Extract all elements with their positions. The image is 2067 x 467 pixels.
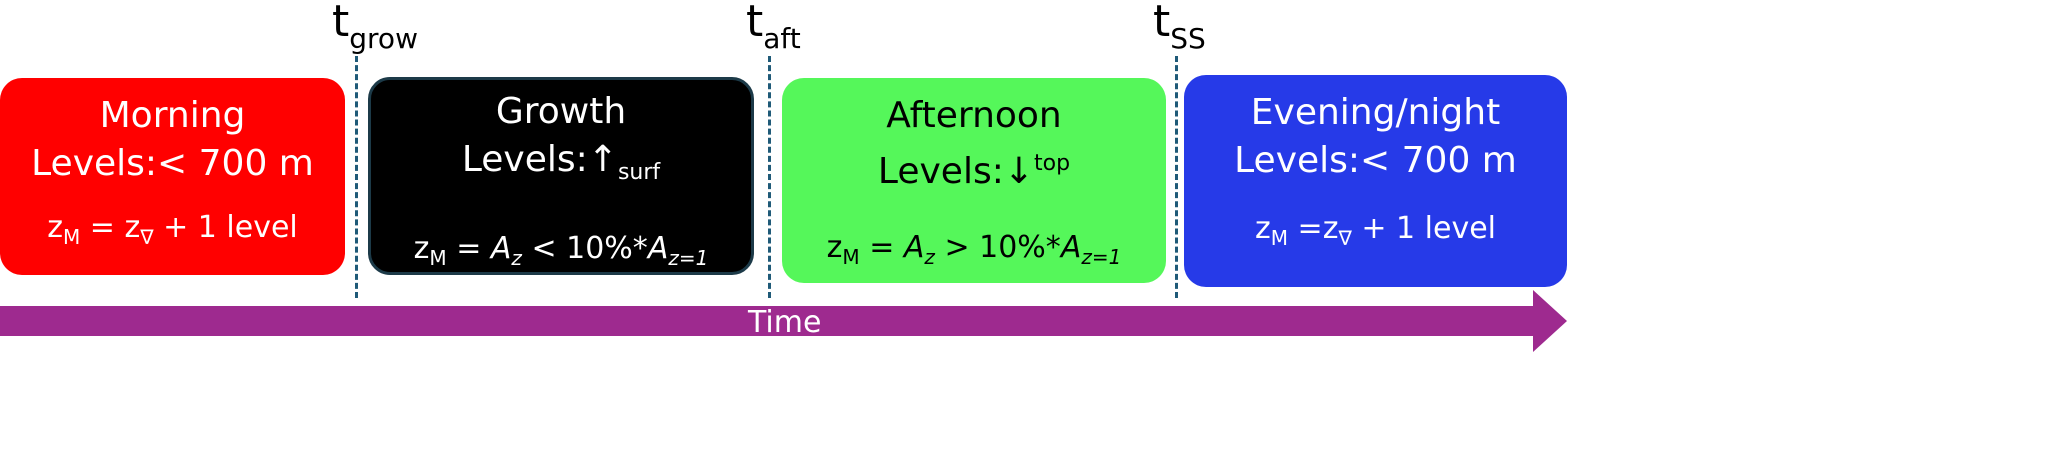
marker-sub: grow bbox=[349, 22, 418, 55]
phase-levels: Levels:↓top bbox=[782, 140, 1166, 196]
formula-part: < 10%* bbox=[521, 231, 648, 267]
phase-formula: zM = Az < 10%*Az=1 bbox=[371, 231, 751, 270]
formula-part: = bbox=[80, 210, 125, 245]
levels-text: Levels:< 700 m bbox=[1234, 140, 1517, 181]
time-arrow bbox=[0, 290, 1567, 352]
formula-part: z bbox=[47, 210, 63, 245]
formula-part: z bbox=[511, 246, 522, 271]
formula-part: A bbox=[647, 231, 669, 267]
formula-part: = bbox=[446, 231, 491, 267]
formula-part: ∇ bbox=[140, 225, 154, 249]
formula-part: z bbox=[511, 246, 522, 270]
formula-part: + 1 level bbox=[1351, 211, 1496, 246]
marker-base: t bbox=[332, 0, 350, 47]
formula-part: + 1 level bbox=[153, 210, 298, 245]
formula-part: z=1 bbox=[1081, 245, 1121, 269]
formula-part: z=1 bbox=[668, 246, 709, 271]
levels-text: Levels:< 700 m bbox=[31, 143, 314, 184]
phase-levels: Levels:↑surf bbox=[371, 136, 751, 197]
divider-ss bbox=[1175, 56, 1178, 298]
levels-sub: surf bbox=[617, 160, 661, 186]
formula-part: M bbox=[842, 245, 860, 269]
divider-aft bbox=[768, 56, 771, 298]
phase-title: Growth bbox=[495, 91, 627, 132]
phase-formula: zM = Az > 10%*Az=1 bbox=[782, 230, 1166, 269]
formula-part: z bbox=[1254, 211, 1271, 246]
phase-title: Evening/night bbox=[1250, 92, 1501, 133]
formula-part: z bbox=[826, 230, 843, 265]
formula-part: A bbox=[903, 230, 925, 265]
time-arrow-shape bbox=[0, 290, 1567, 352]
formula-part: z bbox=[924, 245, 935, 269]
time-axis-label: Time bbox=[748, 305, 822, 340]
formula-part: = bbox=[859, 230, 904, 265]
formula-part: M bbox=[429, 246, 447, 271]
marker-sub: SS bbox=[1170, 22, 1206, 55]
marker-t-ss: tSS bbox=[1153, 0, 1206, 53]
formula-part: ∇ bbox=[1338, 226, 1352, 250]
formula-part: = bbox=[1288, 211, 1323, 246]
phase-title: Afternoon bbox=[886, 95, 1062, 136]
levels-text: Levels:↓ bbox=[877, 151, 1034, 192]
phase-formula: zM =z∇ + 1 level bbox=[1184, 211, 1567, 250]
marker-t-aft: taft bbox=[746, 0, 801, 53]
levels-sup: top bbox=[1034, 151, 1071, 176]
phase-evening-night: Evening/night Levels:< 700 m zM =z∇ + 1 … bbox=[1184, 75, 1567, 287]
marker-base: t bbox=[746, 0, 764, 47]
marker-t-grow: tgrow bbox=[332, 0, 418, 53]
formula-part: > 10%* bbox=[934, 230, 1061, 265]
formula-part: M bbox=[62, 225, 81, 249]
marker-sub: aft bbox=[763, 22, 801, 55]
levels-text: Levels:↑ bbox=[461, 139, 618, 180]
formula-part: z bbox=[413, 231, 430, 267]
marker-base: t bbox=[1153, 0, 1171, 47]
formula-part: z bbox=[924, 245, 935, 269]
formula-part: z=1 bbox=[1081, 245, 1122, 269]
phase-afternoon: Afternoon Levels:↓top zM = Az > 10%*Az=1 bbox=[782, 78, 1166, 283]
phase-morning: Morning Levels:< 700 m zM = z∇ + 1 level bbox=[0, 78, 345, 275]
phase-formula: zM = z∇ + 1 level bbox=[0, 210, 345, 249]
formula-part: M bbox=[1270, 226, 1288, 250]
formula-part: A bbox=[490, 231, 512, 267]
phase-levels: Levels:< 700 m bbox=[1184, 137, 1567, 185]
formula-part: A bbox=[1060, 230, 1082, 265]
phase-title: Morning bbox=[99, 95, 246, 136]
phase-levels: Levels:< 700 m bbox=[0, 140, 345, 188]
divider-grow bbox=[355, 56, 358, 298]
formula-part: z=1 bbox=[668, 246, 708, 270]
formula-part: z bbox=[1322, 211, 1339, 246]
phase-growth: Growth Levels:↑surf zM = Az < 10%*Az=1 bbox=[368, 77, 754, 275]
formula-part: z bbox=[124, 210, 141, 245]
